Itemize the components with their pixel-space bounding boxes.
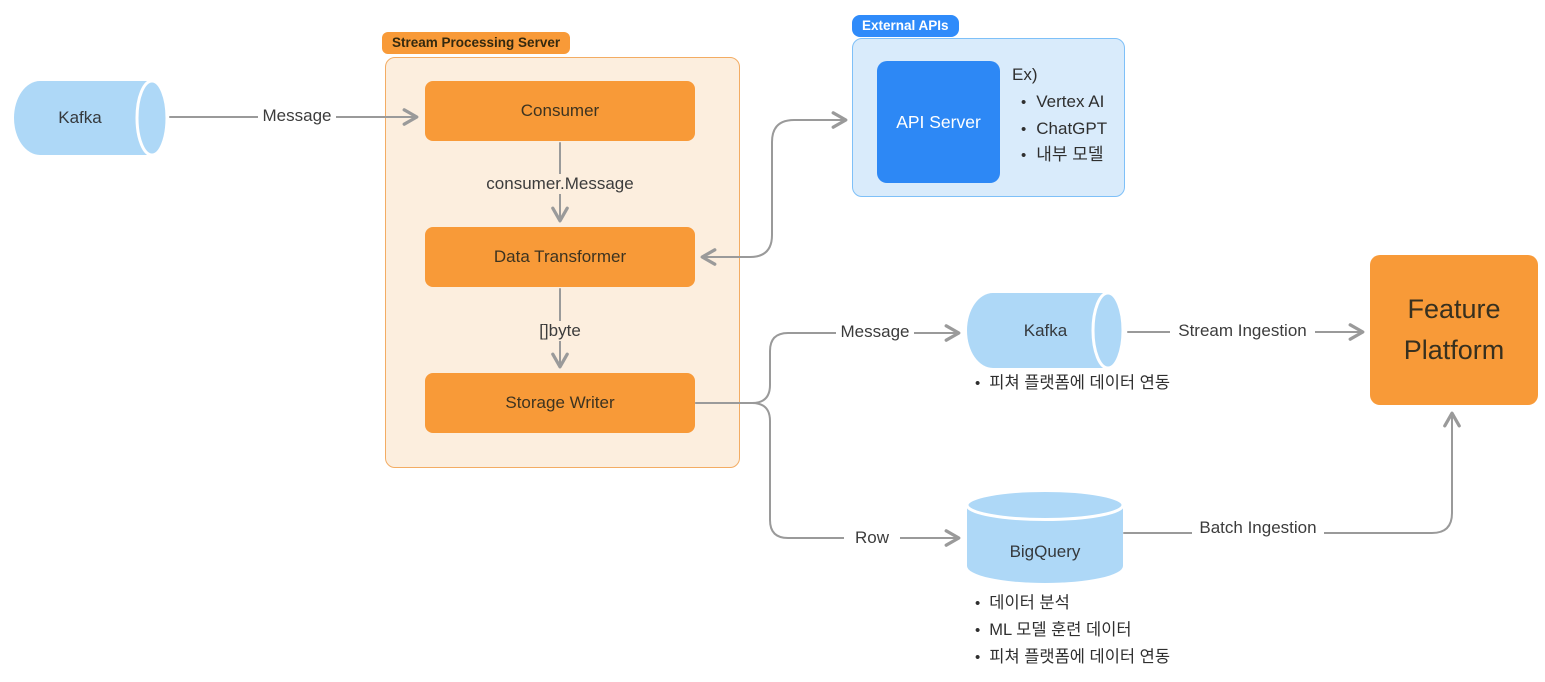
edge-label-message-source: Message [258,106,336,126]
data-transformer-node: Data Transformer [425,227,695,287]
kafka-source-label: Kafka [58,108,102,127]
note-item: 피쳐 플랫폼에 데이터 연동 [975,644,1170,671]
kafka-sink-cylinder [967,291,1125,370]
edge-label-row: Row [844,528,900,548]
edge-label-message-sink: Message [836,322,914,342]
bigquery-notes: 데이터 분석 ML 모델 훈련 데이터 피쳐 플랫폼에 데이터 연동 [975,590,1170,671]
bigquery-label: BigQuery [1009,542,1081,561]
example-item: ChatGPT [1021,116,1107,143]
example-item: Vertex AI [1021,89,1107,116]
bigquery-cylinder [965,489,1125,583]
edge-label-byte: []byte [518,321,602,341]
storage-writer-node: Storage Writer [425,373,695,433]
api-server-node: API Server [877,61,1000,183]
kafka-sink-notes: 피쳐 플랫폼에 데이터 연동 [975,370,1170,397]
edge-label-batch-ingestion: Batch Ingestion [1192,518,1324,538]
stream-server-badge: Stream Processing Server [382,32,571,54]
external-apis-examples: Ex) Vertex AI ChatGPT 내부 모델 [1012,64,1107,169]
external-apis-badge: External APIs [852,15,959,37]
examples-title: Ex) [1012,65,1038,84]
note-item: 데이터 분석 [975,590,1170,617]
example-item: 내부 모델 [1021,142,1107,169]
edge-bigquery-to-platform [1123,411,1461,534]
edge-transformer-api-server [700,111,848,266]
edge-writer-to-bigquery [695,402,961,547]
edge-writer-to-kafka [695,324,961,404]
edge-label-consumer-message: consumer.Message [472,174,648,194]
note-item: ML 모델 훈련 데이터 [975,617,1170,644]
feature-platform-node: Feature Platform [1370,255,1538,405]
consumer-node: Consumer [425,81,695,141]
kafka-source-cylinder [14,79,169,157]
edge-label-stream-ingestion: Stream Ingestion [1170,321,1315,341]
note-item: 피쳐 플랫폼에 데이터 연동 [975,370,1170,397]
kafka-sink-label: Kafka [1023,321,1068,340]
